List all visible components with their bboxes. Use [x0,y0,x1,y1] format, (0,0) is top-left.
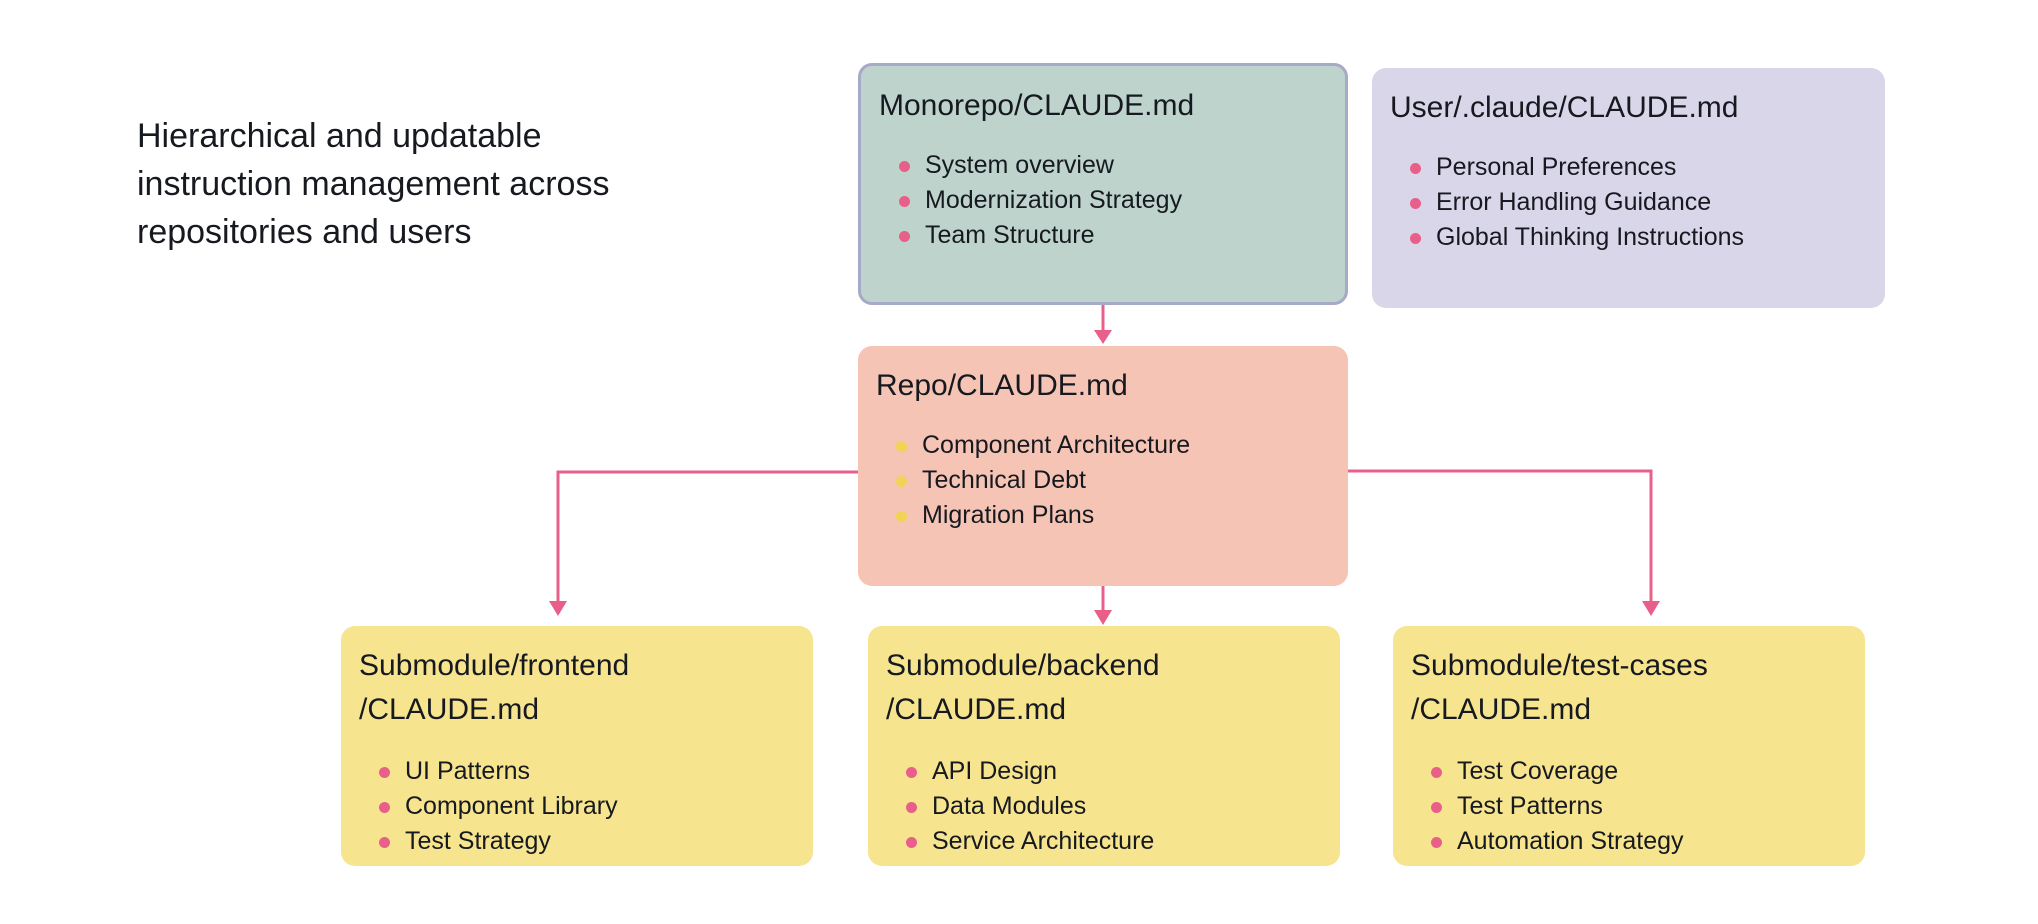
node-title: Submodule/backend/CLAUDE.md [886,649,1160,726]
edge-repo-to-frontend [556,470,858,603]
bullet-icon [379,767,390,778]
list-item: Team Structure [899,218,1327,253]
submodule-frontend-node: Submodule/frontend/CLAUDE.md UI Patterns… [341,626,813,866]
list-item: System overview [899,148,1327,183]
list-item: UI Patterns [379,754,795,789]
list-item: Global Thinking Instructions [1410,220,1867,255]
list-item: Test Patterns [1431,789,1847,824]
node-item-list: Personal Preferences Error Handling Guid… [1390,150,1867,255]
list-item: Technical Debt [896,463,1330,498]
arrowhead-repo [1094,330,1112,344]
bullet-icon [1431,767,1442,778]
bullet-icon [899,196,910,207]
bullet-icon [906,837,917,848]
node-title: Monorepo/CLAUDE.md [879,89,1195,122]
arrowhead-frontend [549,601,567,616]
list-item-text: System overview [925,151,1114,179]
node-item-list: API Design Data Modules Service Architec… [886,754,1322,859]
list-item-text: Error Handling Guidance [1436,188,1712,216]
bullet-icon [1431,802,1442,813]
arrowhead-backend [1094,610,1112,625]
list-item: Component Library [379,789,795,824]
diagram-description: Hierarchical and updatable instruction m… [137,117,610,251]
list-item: Data Modules [906,789,1322,824]
bullet-icon [899,161,910,172]
list-item: Test Strategy [379,824,795,859]
submodule-backend-node: Submodule/backend/CLAUDE.md API Design D… [868,626,1340,866]
list-item: Modernization Strategy [899,183,1327,218]
bullet-icon [906,802,917,813]
list-item: Personal Preferences [1410,150,1867,185]
node-item-list: Component Architecture Technical Debt Mi… [876,428,1330,533]
node-title: Repo/CLAUDE.md [876,369,1128,402]
bullet-icon [896,441,907,452]
bullet-icon [379,802,390,813]
list-item-text: API Design [932,757,1058,785]
list-item-text: Personal Preferences [1436,153,1677,181]
list-item-text: Component Architecture [922,431,1191,459]
monorepo-node: Monorepo/CLAUDE.md System overview Moder… [858,63,1348,305]
list-item: Test Coverage [1431,754,1847,789]
bullet-icon [1410,233,1421,244]
list-item-text: Test Patterns [1457,792,1603,820]
list-item-text: Component Library [405,792,618,820]
user-node: User/.claude/CLAUDE.md Personal Preferen… [1372,68,1885,308]
node-item-list: UI Patterns Component Library Test Strat… [359,754,795,859]
node-title: User/.claude/CLAUDE.md [1390,91,1739,124]
node-title: Submodule/test-cases/CLAUDE.md [1411,649,1708,726]
list-item-text: Test Strategy [405,827,551,855]
node-item-list: Test Coverage Test Patterns Automation S… [1411,754,1847,859]
list-item-text: Technical Debt [922,466,1086,494]
bullet-icon [1410,163,1421,174]
node-item-list: System overview Modernization Strategy T… [879,148,1327,253]
bullet-icon [1431,837,1442,848]
list-item-text: Service Architecture [932,827,1155,855]
list-item-text: UI Patterns [405,757,531,785]
list-item: Error Handling Guidance [1410,185,1867,220]
list-item-text: Test Coverage [1457,757,1619,785]
list-item-text: Data Modules [932,792,1087,820]
bullet-icon [896,511,907,522]
bullet-icon [896,476,907,487]
list-item: API Design [906,754,1322,789]
list-item-text: Modernization Strategy [925,186,1183,214]
bullet-icon [899,231,910,242]
submodule-testcases-node: Submodule/test-cases/CLAUDE.md Test Cove… [1393,626,1865,866]
list-item: Component Architecture [896,428,1330,463]
node-title: Submodule/frontend/CLAUDE.md [359,649,630,726]
arrowhead-testcases [1642,601,1660,616]
list-item-text: Migration Plans [922,501,1095,529]
list-item-text: Team Structure [925,221,1095,249]
bullet-icon [906,767,917,778]
list-item-text: Global Thinking Instructions [1436,223,1745,251]
repo-node: Repo/CLAUDE.md Component Architecture Te… [858,346,1348,586]
list-item-text: Automation Strategy [1457,827,1684,855]
list-item: Service Architecture [906,824,1322,859]
bullet-icon [1410,198,1421,209]
list-item: Migration Plans [896,498,1330,533]
list-item: Automation Strategy [1431,824,1847,859]
bullet-icon [379,837,390,848]
edge-repo-to-testcases [1348,469,1653,603]
